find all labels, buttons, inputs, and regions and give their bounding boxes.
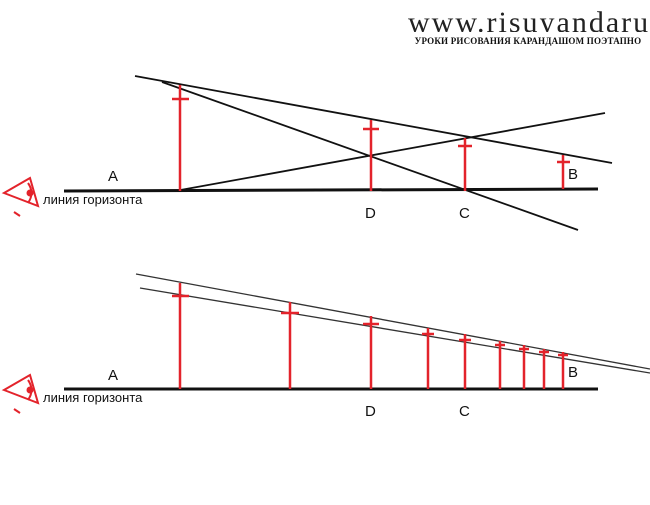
- diagonal-up-line: [174, 112, 606, 192]
- top-diagram: [1, 75, 613, 231]
- bottom-label-b: B: [568, 364, 579, 381]
- bottom-diagram: [1, 273, 650, 414]
- horizon-line-top: [63, 187, 599, 193]
- top-edge-line: [134, 75, 613, 164]
- perspective-line-upper: [135, 273, 650, 370]
- eye-icon: [1, 176, 40, 217]
- top-horizon-label: линия горизонта: [43, 192, 143, 207]
- top-label-c: C: [459, 205, 470, 222]
- watermark-site: www.risuyandaru.ru: [408, 10, 648, 32]
- perspective-line-lower: [139, 287, 650, 374]
- bottom-horizon-label: линия горизонта: [43, 390, 143, 405]
- eye-icon: [1, 373, 40, 414]
- watermark: www.risuyandaru.ru УРОКИ РИСОВАНИЯ КАРАН…: [408, 10, 648, 46]
- bottom-label-c: C: [459, 403, 470, 420]
- top-label-b: B: [568, 166, 579, 183]
- bottom-label-d: D: [365, 403, 376, 420]
- bottom-label-a: A: [108, 367, 119, 384]
- watermark-subtitle: УРОКИ РИСОВАНИЯ КАРАНДАШОМ ПОЭТАПНО: [414, 36, 642, 46]
- top-label-a: A: [108, 168, 119, 185]
- top-label-d: D: [365, 205, 376, 222]
